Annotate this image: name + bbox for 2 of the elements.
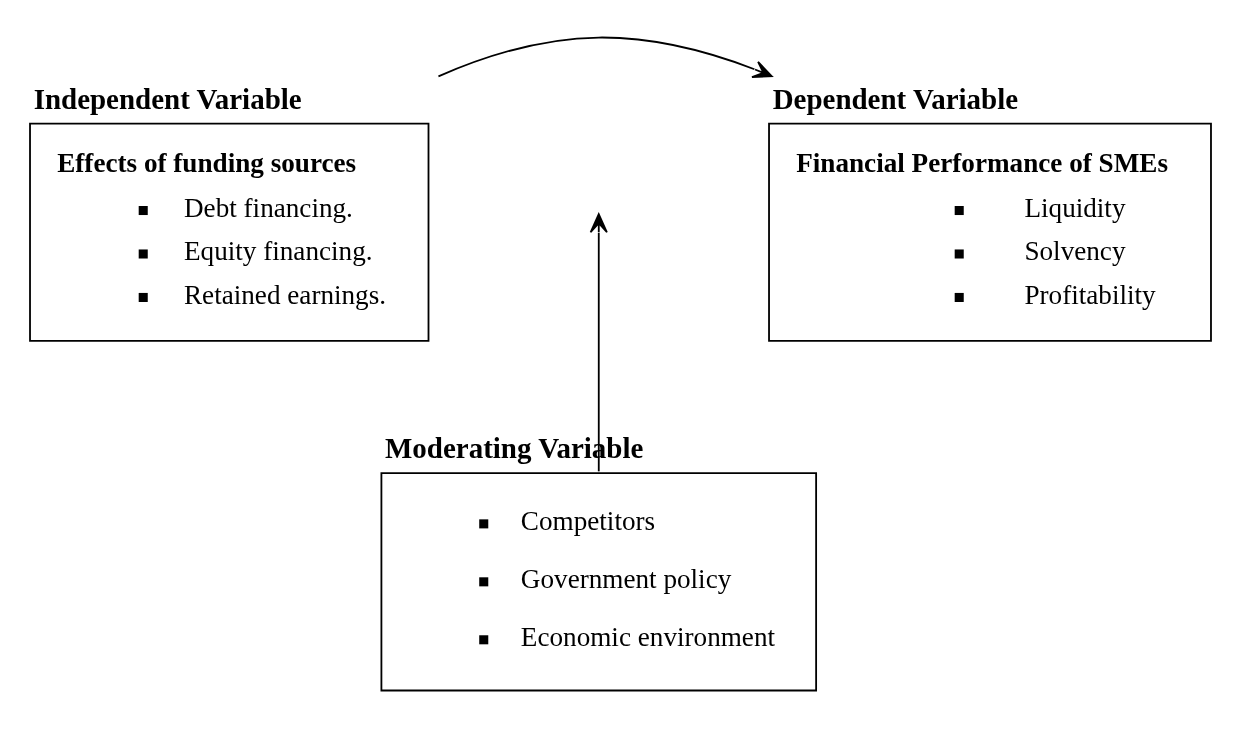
node-label: Dependent Variable <box>772 82 1019 115</box>
node-label: Independent Variable <box>33 82 302 115</box>
